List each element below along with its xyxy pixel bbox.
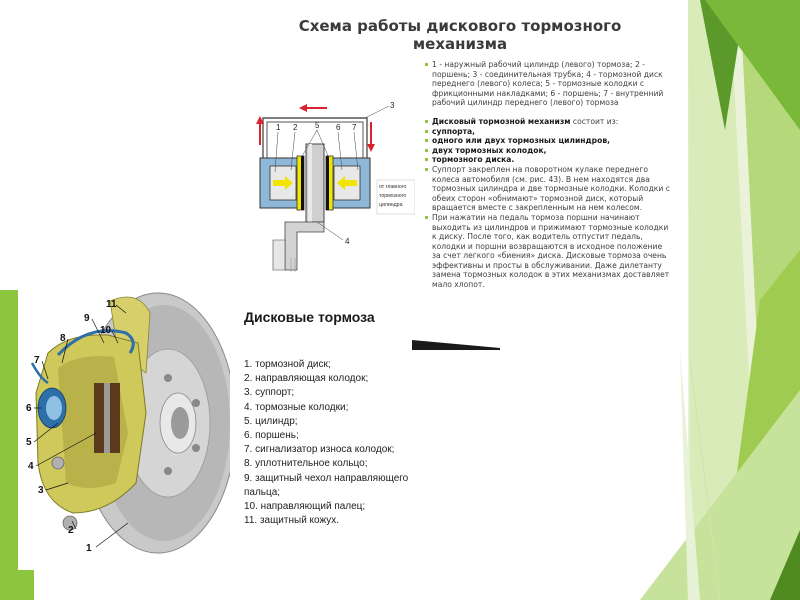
- caliper-label-3: 3: [38, 485, 44, 496]
- panel-bottom-edge: [412, 340, 500, 350]
- diagram-label-7: 7: [352, 123, 357, 132]
- caliper-label-7: 7: [34, 355, 40, 366]
- diagram-label-2: 2: [293, 123, 298, 132]
- caliper-label-4: 4: [28, 461, 34, 472]
- legend-item: 4. тормозные колодки;: [244, 401, 349, 413]
- legend-item: 8. уплотнительное кольцо;: [244, 458, 368, 470]
- list-item-text: состоит из:: [570, 116, 619, 126]
- caliper-label-10: 10: [100, 325, 112, 336]
- legend-item: пальца;: [244, 486, 281, 498]
- legend-item: 3. суппорт;: [244, 387, 295, 399]
- list-item: одного или двух тормозных цилиндров,: [424, 136, 672, 146]
- diagram-label-3: 3: [390, 101, 395, 110]
- legend-title: Дисковые тормоза: [244, 309, 375, 325]
- caliper-label-11: 11: [106, 299, 117, 310]
- title-line-2: механизма: [412, 35, 508, 53]
- legend-item: 11. защитный кожух.: [244, 515, 340, 527]
- list-item-bold: Дисковый тормозной механизм: [432, 116, 571, 126]
- legend-item: 9. защитный чехол направляющего: [244, 472, 409, 484]
- diagram-label-4: 4: [345, 237, 350, 246]
- side-note-line-1: от главного: [379, 184, 407, 190]
- legend-item: 1. тормозной диск;: [244, 359, 331, 370]
- side-note-line-3: цилиндра: [379, 202, 403, 208]
- title-line-1: Схема работы дискового тормозного: [298, 17, 622, 35]
- legend-item: 6. поршень;: [244, 430, 299, 442]
- legend-item: 10. направляющий палец;: [244, 501, 366, 513]
- list-item: Дисковый тормозной механизм состоит из:: [424, 117, 672, 127]
- list-item: 1 - наружный рабочий цилиндр (левого) то…: [424, 60, 672, 108]
- list-item: тормозного диска.: [424, 155, 672, 165]
- brake-schematic-diagram: от главного тормозного цилиндра 1 2 5 6 …: [256, 101, 415, 272]
- slide-title: Схема работы дискового тормозного механи…: [250, 17, 670, 53]
- caliper-label-9: 9: [84, 313, 90, 324]
- description-list: 1 - наружный рабочий цилиндр (левого) то…: [424, 60, 672, 290]
- caliper-label-5: 5: [26, 437, 32, 448]
- diagram-label-1: 1: [276, 123, 281, 132]
- diagram-label-6: 6: [336, 123, 341, 132]
- list-item: При нажатии на педаль тормоза поршни нач…: [424, 213, 672, 290]
- legend-list: 1. тормозной диск; 2. направляющая колод…: [244, 358, 424, 528]
- caliper-illustration: 11 9 10 8 7 6 5 4 3 2 1: [26, 292, 230, 554]
- list-item: двух тормозных колодок,: [424, 146, 672, 156]
- legend-item: 7. сигнализатор износа колодок;: [244, 444, 395, 456]
- caliper-label-8: 8: [60, 333, 66, 344]
- caliper-label-6: 6: [26, 403, 32, 414]
- caliper-label-2: 2: [68, 525, 74, 536]
- legend-item: 5. цилиндр;: [244, 415, 298, 427]
- list-item: суппорта,: [424, 127, 672, 137]
- legend-item: 2. направляющая колодок;: [244, 373, 369, 385]
- caliper-label-1: 1: [86, 543, 92, 554]
- side-note-line-2: тормозного: [379, 193, 406, 199]
- list-item: Суппорт закреплен на поворотном кулаке п…: [424, 165, 672, 213]
- diagram-label-5: 5: [315, 121, 320, 130]
